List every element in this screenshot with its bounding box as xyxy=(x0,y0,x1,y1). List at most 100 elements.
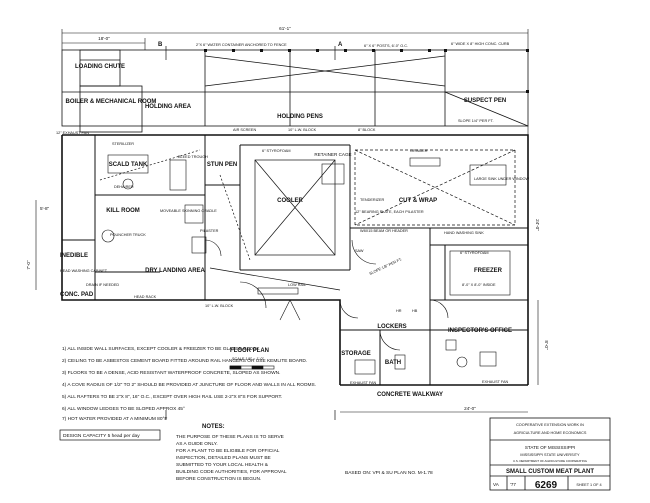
design-capacity: DESIGN CAPACITY 5 head per day xyxy=(63,433,140,439)
loading-chute xyxy=(79,49,143,133)
section-mark-b: B xyxy=(158,42,163,48)
callout-styrofoam-freezer: 6" STYROFOAM xyxy=(460,251,489,255)
callout-hand-washing: HAND WASHING SINK xyxy=(444,231,484,235)
section-mark-a: A xyxy=(338,42,343,48)
based-on: BASED ON: VPI & SU PLAN NO. M-1.78 xyxy=(345,470,433,476)
room-kill-room: KILL ROOM xyxy=(106,208,140,214)
callout-head-rack: HEAD RACK xyxy=(134,295,157,299)
notes-line: BUILDING CODE AUTHORITIES, FOR APPROVAL xyxy=(176,469,287,475)
room-storage: STORAGE xyxy=(341,351,371,357)
callout-tenderizer: TENDERIZER xyxy=(360,198,385,202)
notes-line: SUBMITTED TO YOUR LOCAL HEALTH & xyxy=(176,462,269,468)
plan-state: VA xyxy=(493,482,500,487)
general-note: 5) ALL RAFTERS TO BE 2"X 8", 16" O.C., E… xyxy=(62,394,282,400)
callout-head-washing: HEAD WASHING CABINET xyxy=(60,269,108,273)
callout-slope-drain: SLOPE 1/8" PER FT. xyxy=(369,257,403,276)
notes-line: AS A GUIDE ONLY. xyxy=(176,441,218,447)
doors xyxy=(204,239,449,351)
callout-exhaust-fan-bottom: EXHAUST FAN xyxy=(350,381,377,385)
floor-plan-title: FLOOR PLAN xyxy=(230,348,269,354)
callout-large-sink: LARGE SINK UNDER WINDOW xyxy=(474,177,529,181)
title-line2: AGRICULTURE AND HOME ECONOMICS xyxy=(514,431,587,435)
room-concrete-walkway: CONCRETE WALKWAY xyxy=(377,392,443,398)
room-freezer: FREEZER xyxy=(474,268,503,274)
general-note: 4) A COVE RADIUS OF 1/2" TO 2" SHOULD BE… xyxy=(62,382,316,388)
callout-grinder: GRINDER xyxy=(410,149,428,153)
room-cooler: COOLER xyxy=(277,198,303,204)
callout-block-bottom: 10" L.W. BLOCK xyxy=(205,304,234,308)
general-note: 7) HOT WATER PROVIDED AT A MINIMUM 80°F xyxy=(62,416,167,422)
plan-sheet: SHEET 1 OF 4 xyxy=(576,483,601,487)
callout-moveable-cradle: MOVEABLE SKINNING CRADLE xyxy=(160,209,217,213)
notes-lines: THE PURPOSE OF THESE PLANS IS TO SERVE A… xyxy=(176,434,287,482)
dimension-left-mid: 7'-0" xyxy=(26,260,31,270)
cooler-structure xyxy=(99,149,516,291)
callout-freezer-size: 8'-0" X 8'-0" INSIDE xyxy=(462,283,496,287)
plan-title: SMALL CUSTOM MEAT PLANT xyxy=(506,469,594,475)
callout-beam: W8X15 BEAM OR HEADER xyxy=(360,229,408,233)
room-loading-chute: LOADING CHUTE xyxy=(75,64,125,70)
callout-slope-top: SLOPE 1/4" PER FT. xyxy=(458,119,494,123)
room-lockers: LOCKERS xyxy=(377,324,406,330)
notes-heading: NOTES: xyxy=(202,424,225,430)
room-suspect-pen: SUSPECT PEN xyxy=(464,98,506,104)
callout-water-container: 2"X 6" WATER CONTAINER ANCHORED TO FENCE xyxy=(196,43,287,47)
section-marks xyxy=(165,46,336,420)
room-cut-wrap: CUT & WRAP xyxy=(399,198,437,204)
dimension-bottom: 24'-0" xyxy=(464,406,476,411)
callout-exhaust-fan-right: EXHAUST FAN xyxy=(482,380,509,384)
plan-year: '77 xyxy=(510,482,516,487)
room-holding-area: HOLDING AREA xyxy=(145,104,192,110)
general-notes: 1) ALL INSIDE WALL SURFACES, EXCEPT COOL… xyxy=(62,346,316,422)
callout-block-top: 10" L.W. BLOCK xyxy=(288,128,317,132)
callout-curb: 6" WIDE X 8" HIGH CONC. CURB xyxy=(451,42,510,46)
holding-pens-fence xyxy=(61,49,529,127)
room-inspectors-office: INSPECTOR'S OFFICE xyxy=(448,328,512,334)
general-note: 1) ALL INSIDE WALL SURFACES, EXCEPT COOL… xyxy=(62,346,260,352)
callout-exhaust-fan-top: 12" EXHAUST FAN xyxy=(56,131,89,135)
general-note: 6) ALL WINDOW LEDGES TO BE SLOPED APPROX… xyxy=(62,406,185,412)
fence-posts xyxy=(204,49,529,93)
notes-line: FOR A PLANT TO BE ELIGIBLE FOR OFFICIAL xyxy=(176,448,280,454)
floor-plan-scale: SCALE 1/8" = 1'-0" xyxy=(232,357,265,361)
interior-walls xyxy=(62,135,528,385)
room-retainer-cage: RETAINER CAGE xyxy=(314,152,351,157)
dimension-overall: 61'-1" xyxy=(279,26,291,31)
callout-sterilizer: STERILIZER xyxy=(112,142,134,146)
callout-styrofoam-top: 6" STYROFOAM xyxy=(262,149,291,153)
room-inedible: INEDIBLE xyxy=(60,253,88,259)
notes-line: INSPECTION, DETAILED PLANS MUST BE xyxy=(176,455,271,461)
room-holding-pens: HOLDING PENS xyxy=(277,114,323,120)
callout-bearing-plate: 12" BEARING PLATE, EACH PILASTER xyxy=(355,210,424,214)
room-conc-pad: CONC. PAD xyxy=(60,292,94,298)
dimension-right-lower: 8'-0" xyxy=(544,340,549,350)
room-scald-tank: SCALD TANK xyxy=(109,162,148,168)
callout-bleed-trough: BLEED TROUGH xyxy=(178,155,208,159)
general-note: 3) FLOORS TO BE A DENSE, ACID RESISTANT … xyxy=(62,370,280,376)
title-line4: MISSISSIPPI STATE UNIVERSITY xyxy=(520,453,580,457)
scale-bar xyxy=(229,365,275,370)
callout-hb: HB xyxy=(412,309,418,313)
room-dry-landing: DRY LANDING AREA xyxy=(145,268,205,274)
callout-dehairer: DEHAIRER xyxy=(114,185,134,189)
title-line5: U.S. DEPARTMENT OF AGRICULTURE COOPERATI… xyxy=(513,459,588,463)
dimension-top-left: 18'-0" xyxy=(98,36,110,41)
equipment xyxy=(101,154,511,375)
general-note: 2) CEILING TO BE ASBESTOS CEMENT BOARD F… xyxy=(62,358,307,364)
callout-drain: DRAIN IF NEEDED xyxy=(86,283,119,287)
callout-posts: 6" X 6" POSTS, 6'-0" O.C. xyxy=(364,44,408,48)
room-boiler: BOILER & MECHANICAL ROOM xyxy=(66,99,157,105)
dimension-right-upper: 24'-0" xyxy=(535,219,540,231)
notes-line: BEFORE CONSTRUCTION IS BEGUN. xyxy=(176,476,261,482)
notes-line: THE PURPOSE OF THESE PLANS IS TO SERVE xyxy=(176,434,284,440)
callout-hr: HR xyxy=(396,309,402,313)
callout-low-rail: LOW RAIL xyxy=(288,283,306,287)
title-line1: COOPERATIVE EXTENSION WORK IN xyxy=(516,423,584,427)
dimension-left: 5'-8" xyxy=(40,206,50,211)
callout-air-screen: AIR SCREEN xyxy=(233,128,256,132)
callout-saw: SAW xyxy=(355,249,364,253)
callout-block-8: 8" BLOCK xyxy=(358,128,376,132)
dimension-lines xyxy=(35,29,539,413)
room-bath: BATH xyxy=(385,360,401,366)
design-capacity-box xyxy=(59,429,161,441)
